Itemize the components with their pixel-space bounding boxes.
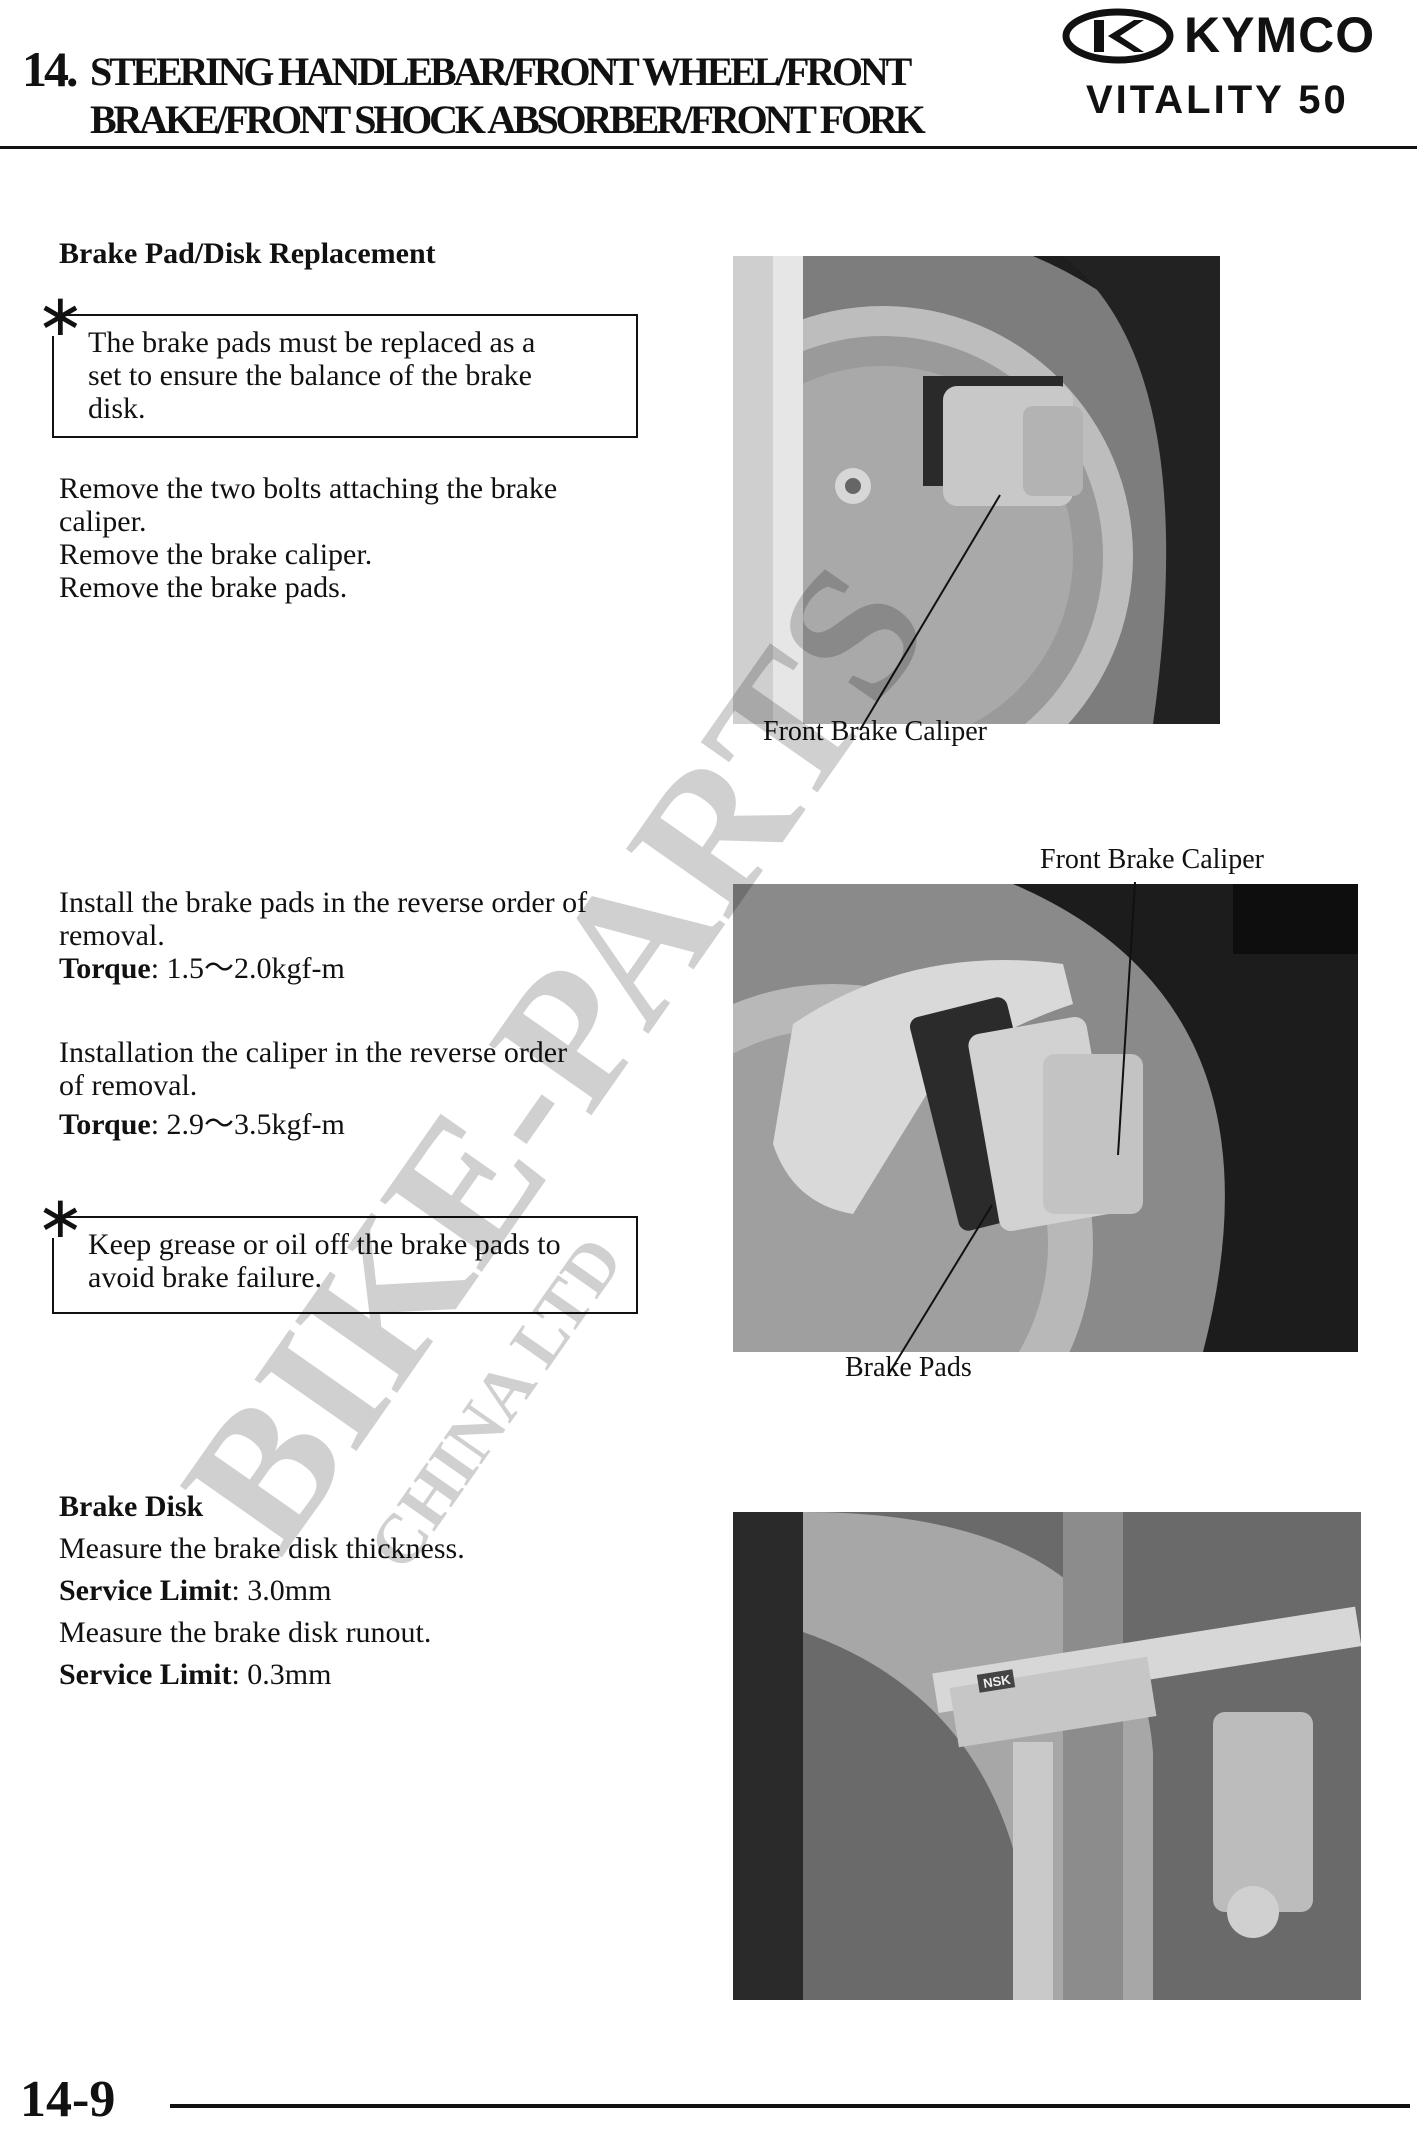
install-pads-text: Install the brake pads in the reverse or… [59,886,588,952]
caption-front-brake-caliper-2: Front Brake Caliper [1040,844,1264,875]
page-number: 14-9 [20,2071,116,2128]
callout-line-pads [887,1204,993,1376]
chapter-number: 14. [22,41,78,97]
service-limit-thickness: Service Limit: 3.0mm [59,1574,332,1607]
note-text-grease: Keep grease or oil off the brake pads to… [88,1228,561,1294]
disk-thickness-text: Measure the brake disk thickness. [59,1532,465,1565]
removal-steps: Remove the two bolts attaching the brake… [59,472,558,604]
note-asterisk-icon: ∗ [36,281,85,349]
tool-brand-label: NSK [982,1672,1012,1691]
note-box-pads-set [52,314,638,438]
photo-brake-disk-measurement: NSK [733,1512,1361,2000]
kymco-logo-icon [1062,8,1174,64]
photo-front-brake-caliper [733,256,1220,724]
brand-name: KYMCO [1184,7,1376,63]
footer-rule [170,2104,1410,2108]
torque-caliper: Torque: 2.9～3.5kgf-m [59,1108,345,1141]
torque-pads: Torque: 1.5～2.0kgf-m [59,952,345,985]
photo-brake-pads [733,884,1358,1352]
note-asterisk-icon: ∗ [36,1183,85,1251]
disk-runout-text: Measure the brake disk runout. [59,1616,432,1649]
service-limit-runout: Service Limit: 0.3mm [59,1658,332,1691]
note-box-grease [52,1216,638,1314]
caption-front-brake-caliper: Front Brake Caliper [763,716,987,747]
section-heading-pad-disk: Brake Pad/Disk Replacement [59,237,436,270]
install-caliper-text: Installation the caliper in the reverse … [59,1036,568,1102]
note-text-pads-set: The brake pads must be replaced as a set… [88,326,536,425]
header-rule [0,146,1417,149]
callout-line-caliper [859,494,1001,731]
callout-line-caliper-2 [1117,881,1136,1156]
caption-brake-pads: Brake Pads [845,1352,972,1383]
model-name: VITALITY 50 [1086,78,1349,122]
section-heading-brake-disk: Brake Disk [59,1490,204,1523]
chapter-title-line-1: STEERING HANDLEBAR/FRONT WHEEL/FRONT [90,49,912,94]
chapter-title-line-2: BRAKE/FRONT SHOCK ABSORBER/FRONT FORK [90,97,926,142]
